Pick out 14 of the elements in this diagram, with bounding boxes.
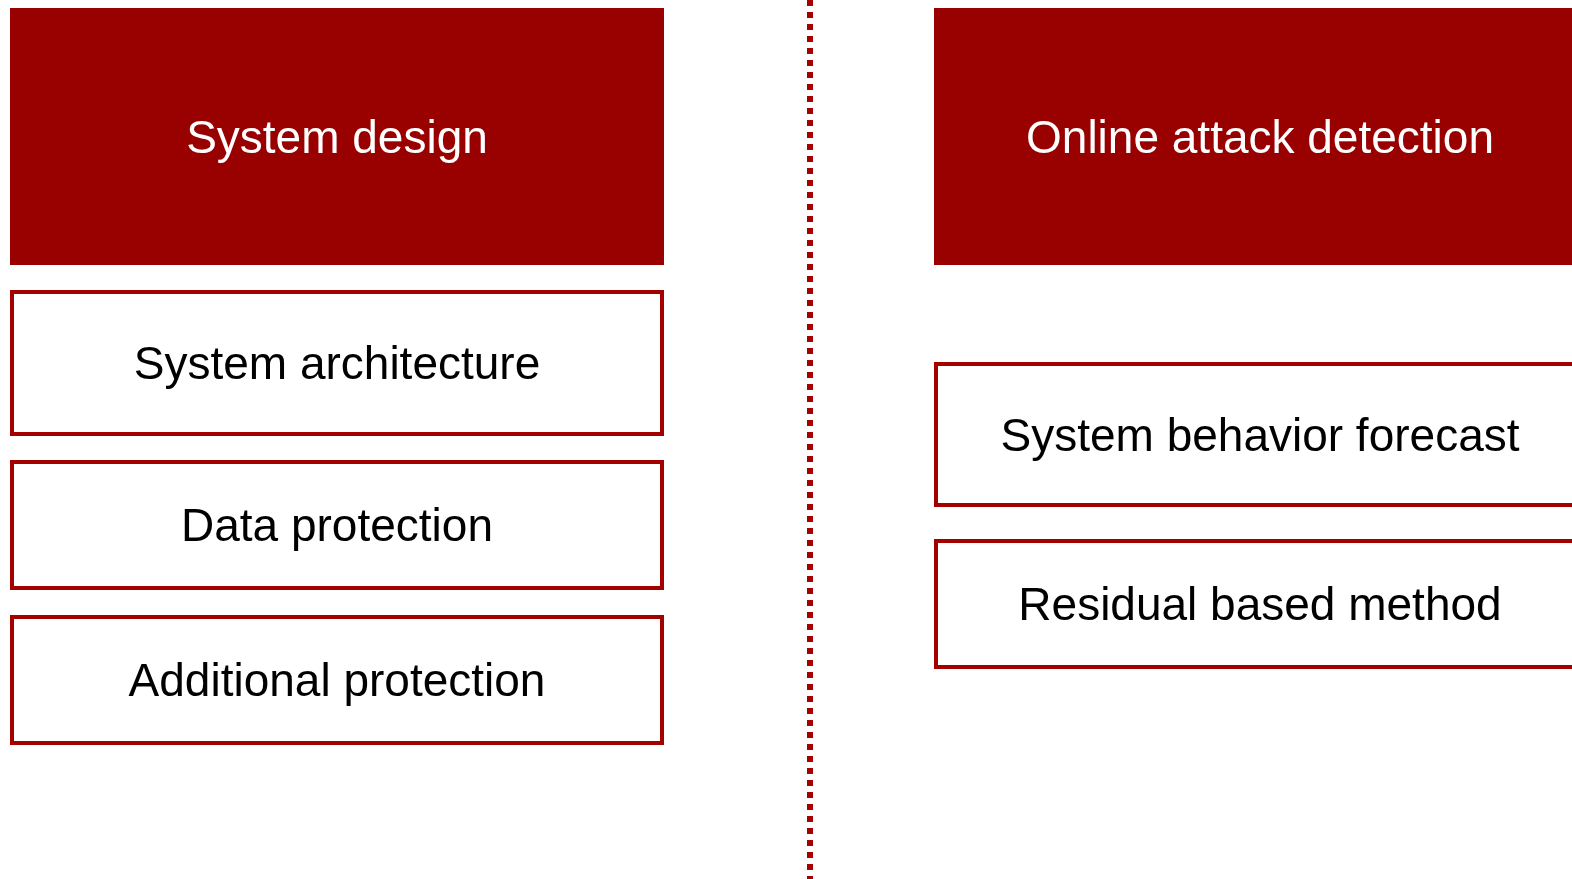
topic-text: System behavior forecast xyxy=(1000,407,1520,462)
topic-box xyxy=(934,539,1572,669)
topic-box xyxy=(10,460,664,590)
topic-box xyxy=(934,362,1572,507)
header-box xyxy=(934,8,1572,265)
heading-text: System design xyxy=(186,109,488,164)
heading-text: Online attack detection xyxy=(1026,109,1494,164)
topic-box xyxy=(10,290,664,436)
topic-text: Residual based method xyxy=(1018,577,1502,631)
topic-text: Additional protection xyxy=(128,653,546,707)
topic-text: Data protection xyxy=(181,498,493,552)
header-box xyxy=(10,8,664,265)
topic-text: System architecture xyxy=(133,336,541,390)
topic-box xyxy=(10,615,664,745)
